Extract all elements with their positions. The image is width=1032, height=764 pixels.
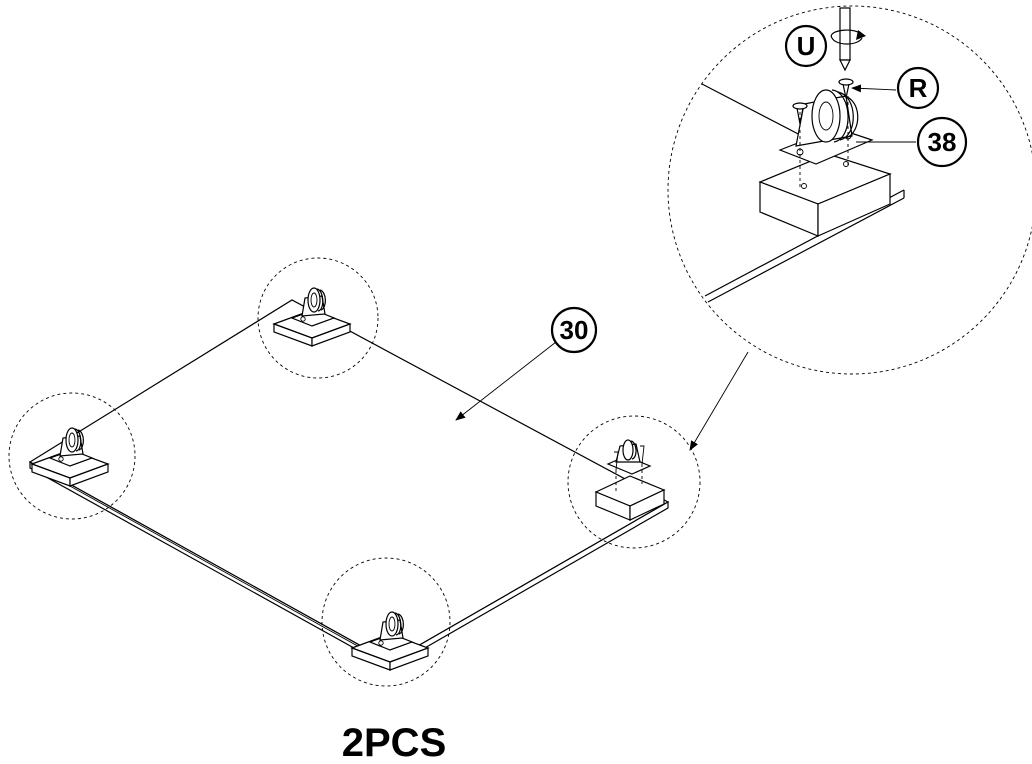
quantity-label: 2PCS: [342, 721, 447, 764]
leader-screw: [851, 84, 897, 93]
screw-left: [792, 102, 808, 125]
highlight-circle-bottom: [321, 557, 451, 687]
leader-detail: [689, 351, 749, 451]
screw-right: [838, 78, 854, 99]
callout-r-label: R: [909, 73, 928, 103]
leader-panel: [455, 341, 557, 421]
callout-r: R: [896, 66, 940, 110]
callout-u: U: [784, 24, 828, 68]
callout-30-label: 30: [560, 315, 589, 345]
callout-38: 38: [916, 116, 968, 168]
highlight-circle-left: [8, 392, 136, 520]
highlight-circle-right: [567, 415, 701, 549]
callout-38-label: 38: [928, 127, 957, 157]
panel-30: [28, 299, 670, 670]
callout-u-label: U: [797, 31, 816, 61]
caster-right: [594, 439, 666, 521]
callout-30: 30: [550, 306, 598, 354]
detail-view: [667, 5, 1032, 375]
screwdriver-icon: [830, 7, 866, 72]
highlight-circle-top: [257, 257, 379, 379]
